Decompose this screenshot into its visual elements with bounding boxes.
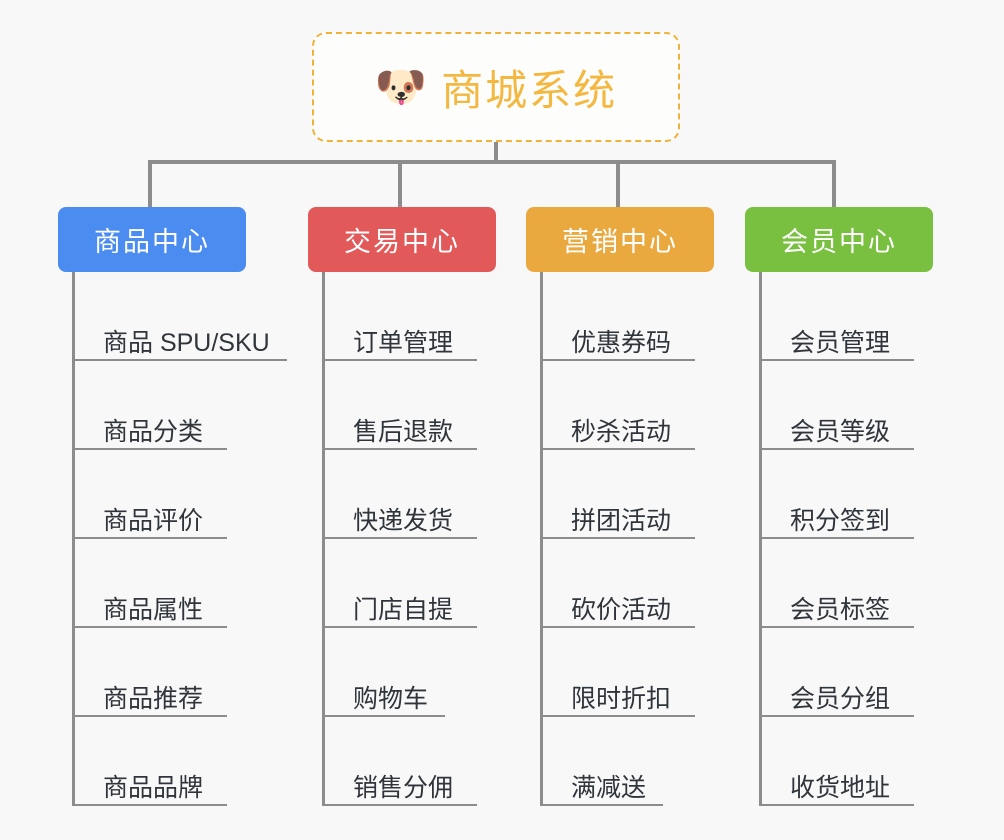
connector-drop-3 xyxy=(616,160,620,207)
list-item-label: 拼团活动 xyxy=(571,506,672,535)
list-item[interactable]: 销售分佣 xyxy=(325,717,496,806)
list-item-label: 秒杀活动 xyxy=(571,417,672,446)
list-item[interactable]: 购物车 xyxy=(325,628,496,717)
list-item-label: 商品属性 xyxy=(103,595,204,624)
list-item-label: 门店自提 xyxy=(353,595,454,624)
column-items-member-center: 会员管理 会员等级 积分签到 会员标签 会员分组 收货地址 xyxy=(759,272,933,806)
list-item[interactable]: 商品评价 xyxy=(75,450,246,539)
list-item-label: 商品 SPU/SKU xyxy=(103,328,270,357)
root-title: 商城系统 xyxy=(441,66,618,114)
column-header-label: 会员中心 xyxy=(781,227,897,257)
list-item-label: 订单管理 xyxy=(353,328,454,357)
shiba-dog-face-icon: 🐶 xyxy=(374,63,428,110)
list-item-label: 销售分佣 xyxy=(353,773,454,802)
column-header-label: 营销中心 xyxy=(562,227,678,257)
list-item[interactable]: 会员等级 xyxy=(762,361,933,450)
column-trade-center: 交易中心 订单管理 售后退款 快递发货 门店自提 购物车 销售分佣 xyxy=(308,207,496,806)
connector-root-stem xyxy=(494,142,498,164)
list-item-label: 优惠券码 xyxy=(571,328,672,357)
list-item-label: 商品评价 xyxy=(103,506,204,535)
list-item[interactable]: 积分签到 xyxy=(762,450,933,539)
column-member-center: 会员中心 会员管理 会员等级 积分签到 会员标签 会员分组 收货地址 xyxy=(745,207,933,806)
column-header-member-center[interactable]: 会员中心 xyxy=(745,207,933,272)
list-item[interactable]: 商品属性 xyxy=(75,539,246,628)
list-item[interactable]: 商品分类 xyxy=(75,361,246,450)
column-items-marketing-center: 优惠券码 秒杀活动 拼团活动 砍价活动 限时折扣 满减送 xyxy=(540,272,714,806)
list-item[interactable]: 会员分组 xyxy=(762,628,933,717)
list-item[interactable]: 砍价活动 xyxy=(543,539,714,628)
list-item[interactable]: 满减送 xyxy=(543,717,714,806)
list-item-label: 商品分类 xyxy=(103,417,204,446)
column-header-product-center[interactable]: 商品中心 xyxy=(58,207,246,272)
list-item[interactable]: 快递发货 xyxy=(325,450,496,539)
list-item[interactable]: 订单管理 xyxy=(325,272,496,361)
column-items-product-center: 商品 SPU/SKU 商品分类 商品评价 商品属性 商品推荐 商品品牌 xyxy=(72,272,287,806)
list-item[interactable]: 会员标签 xyxy=(762,539,933,628)
column-marketing-center: 营销中心 优惠券码 秒杀活动 拼团活动 砍价活动 限时折扣 满减送 xyxy=(526,207,714,806)
list-item[interactable]: 商品推荐 xyxy=(75,628,246,717)
list-item-label: 商品推荐 xyxy=(103,684,204,713)
list-item-label: 会员标签 xyxy=(790,595,891,624)
list-item[interactable]: 门店自提 xyxy=(325,539,496,628)
list-item-label: 限时折扣 xyxy=(571,684,672,713)
list-item[interactable]: 收货地址 xyxy=(762,717,933,806)
list-item[interactable]: 商品品牌 xyxy=(75,717,246,806)
list-item-label: 满减送 xyxy=(571,773,647,802)
list-item[interactable]: 售后退款 xyxy=(325,361,496,450)
list-item[interactable]: 拼团活动 xyxy=(543,450,714,539)
list-item-label: 积分签到 xyxy=(790,506,891,535)
list-item-label: 快递发货 xyxy=(353,506,454,535)
column-header-trade-center[interactable]: 交易中心 xyxy=(308,207,496,272)
connector-horizontal-bus xyxy=(148,160,836,164)
list-item[interactable]: 优惠券码 xyxy=(543,272,714,361)
connector-drop-1 xyxy=(148,160,152,207)
list-item-label: 会员分组 xyxy=(790,684,891,713)
root-node[interactable]: 🐶 商城系统 xyxy=(312,32,680,142)
list-item-label: 购物车 xyxy=(353,684,429,713)
column-header-marketing-center[interactable]: 营销中心 xyxy=(526,207,714,272)
connector-drop-2 xyxy=(398,160,402,207)
list-item[interactable]: 限时折扣 xyxy=(543,628,714,717)
list-item-label: 商品品牌 xyxy=(103,773,204,802)
column-header-label: 商品中心 xyxy=(94,227,210,257)
column-items-trade-center: 订单管理 售后退款 快递发货 门店自提 购物车 销售分佣 xyxy=(322,272,496,806)
list-item-label: 砍价活动 xyxy=(571,595,672,624)
list-item[interactable]: 会员管理 xyxy=(762,272,933,361)
list-item[interactable]: 秒杀活动 xyxy=(543,361,714,450)
list-item[interactable]: 商品 SPU/SKU xyxy=(75,272,287,361)
list-item-label: 会员等级 xyxy=(790,417,891,446)
list-item-label: 收货地址 xyxy=(790,773,891,802)
column-header-label: 交易中心 xyxy=(344,227,460,257)
list-item-label: 会员管理 xyxy=(790,328,891,357)
list-item-label: 售后退款 xyxy=(353,417,454,446)
connector-drop-4 xyxy=(832,160,836,207)
column-product-center: 商品中心 商品 SPU/SKU 商品分类 商品评价 商品属性 商品推荐 商品品牌 xyxy=(58,207,287,806)
